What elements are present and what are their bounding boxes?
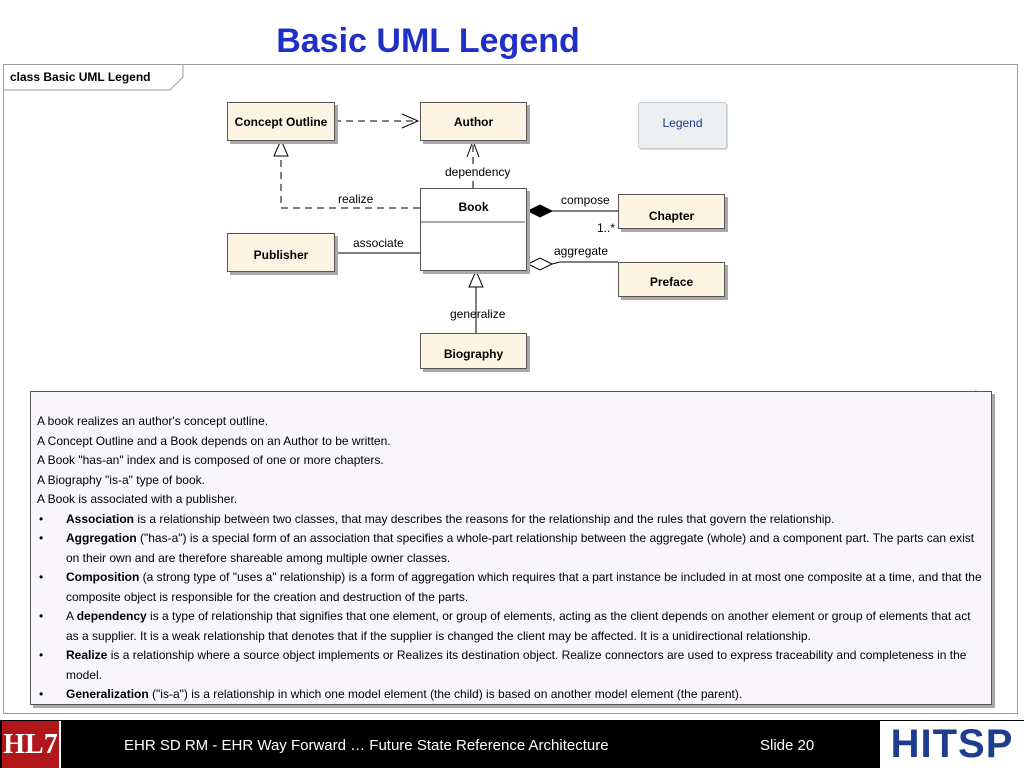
aggregation-diamond	[526, 257, 554, 271]
generalization-arrowhead	[468, 269, 484, 288]
hl7-logo: HL7	[2, 721, 61, 768]
note-line: A Book is associated with a publisher.	[37, 492, 238, 506]
bullet-icon: •	[39, 687, 44, 701]
term: Aggregation	[66, 531, 137, 545]
class-name: Author	[453, 115, 494, 129]
bullet-icon: •	[39, 511, 44, 526]
class-publisher: Publisher	[227, 233, 335, 272]
note-line: A Biography "is-a" type of book.	[37, 472, 205, 487]
realize-arrowhead	[273, 138, 289, 157]
definition-item: • Generalization ("is-a") is a relationsh…	[37, 685, 985, 705]
definition-item: • Composition (a strong type of "uses a" …	[37, 568, 985, 607]
label-realize: realize	[338, 192, 374, 206]
class-name: Preface	[649, 275, 694, 289]
label-aggregate: aggregate	[554, 244, 609, 258]
class-name: Book	[458, 200, 489, 214]
label-associate: associate	[353, 236, 404, 250]
label-generalize: generalize	[450, 307, 506, 321]
label-dependency: dependency	[445, 165, 511, 179]
slide-number: Slide 20	[760, 737, 815, 754]
term: Realize	[66, 648, 108, 662]
frame-label-tab	[3, 64, 184, 91]
definition-item: • Association is a relationship between t…	[37, 510, 985, 530]
class-name: Biography	[443, 347, 504, 361]
definition-text: ("is-a") is a relationship in which one …	[148, 687, 743, 701]
diagram-frame	[3, 64, 1018, 714]
dependency-arrowhead-1	[401, 113, 420, 129]
note-line: A Concept Outline and a Book depends on …	[37, 433, 391, 448]
class-name: Chapter	[648, 209, 695, 223]
definition-list: • Association is a relationship between t…	[37, 510, 985, 705]
composition-diamond	[526, 204, 554, 218]
bullet-icon: •	[39, 648, 44, 662]
class-biography: Biography	[420, 333, 527, 369]
footer-title: EHR SD RM - EHR Way Forward … Future Sta…	[124, 737, 609, 754]
diagram-frame-label: class Basic UML Legend	[10, 70, 151, 84]
bullet-icon: •	[39, 609, 44, 623]
label-multiplicity: 1..*	[597, 221, 616, 235]
bullet-icon: •	[39, 531, 44, 545]
class-name: Concept Outline	[234, 115, 328, 129]
term: dependency	[76, 609, 147, 623]
term: Generalization	[66, 687, 149, 701]
note-line: A Book "has-an" index and is composed of…	[37, 453, 384, 467]
footer-bar	[0, 720, 1024, 768]
class-author: Author	[420, 102, 527, 141]
definition-item: • Aggregation ("has-a") is a special form…	[37, 529, 985, 568]
class-name: Publisher	[253, 248, 309, 262]
definition-text: is a type of relationship that signifies…	[66, 609, 971, 643]
class-book: Book	[420, 188, 527, 271]
slide-title: Basic UML Legend	[276, 22, 580, 60]
description-note: A book realizes an author's concept outl…	[30, 391, 992, 705]
aggregation-line	[551, 261, 618, 265]
definition-text: is a relationship where a source object …	[66, 648, 967, 682]
bullet-icon: •	[39, 570, 44, 584]
definition-item: •A dependency is a type of relationship …	[39, 609, 971, 643]
dependency-arrowhead-2	[466, 139, 480, 158]
class-concept-outline: Concept Outline	[227, 102, 335, 141]
definition-text: is a relationship between two classes, t…	[134, 511, 835, 526]
definition-text: ("has-a") is a special form of an associ…	[66, 531, 975, 565]
definition-item: • Realize is a relationship where a sourc…	[37, 646, 985, 685]
term: Composition	[66, 570, 140, 584]
legend-box: Legend	[638, 102, 727, 149]
definition-text: (a strong type of "uses a" relationship)…	[66, 570, 982, 604]
realize-connector	[280, 156, 420, 209]
class-preface: Preface	[618, 262, 725, 297]
label-compose: compose	[561, 193, 610, 207]
hitsp-logo: HITSP	[880, 721, 1024, 768]
note-line: A book realizes an author's concept outl…	[37, 414, 269, 428]
class-chapter: Chapter	[618, 194, 725, 229]
term: Association	[66, 511, 135, 526]
